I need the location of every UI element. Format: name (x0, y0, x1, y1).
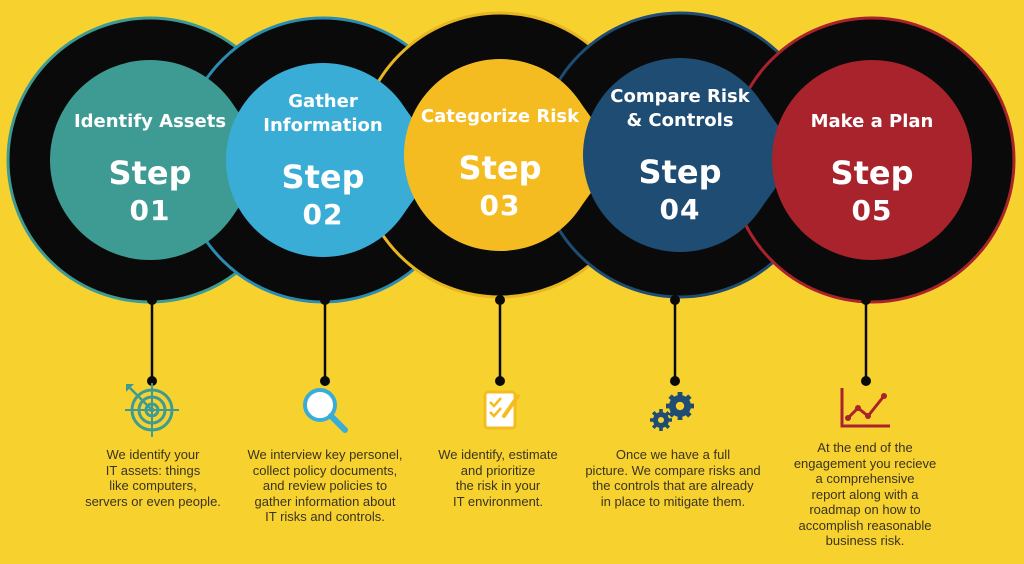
step-label: Step (459, 149, 542, 187)
gears-icon (650, 392, 694, 431)
connector-dot-bottom (861, 376, 871, 386)
connector-dot-bottom (147, 376, 157, 386)
step-number: 05 (852, 194, 893, 227)
step-circle (404, 59, 596, 251)
step-label: Step (282, 158, 365, 196)
line-chart-icon (840, 388, 890, 428)
step-2-description: We interview key personel, collect polic… (247, 447, 403, 524)
step-number: 04 (660, 193, 701, 226)
step-title: Compare Risk (610, 86, 750, 107)
checklist-icon (483, 390, 520, 430)
target-icon (125, 383, 179, 437)
step-3-description: We identify, estimate and prioritize the… (438, 447, 558, 509)
step-title: & Controls (626, 110, 733, 131)
step-title: Information (263, 115, 382, 136)
step-label: Step (109, 154, 192, 192)
step-label: Step (639, 153, 722, 191)
step-circle (50, 60, 250, 260)
step-title: Identify Assets (74, 111, 226, 132)
connector-dot-bottom (320, 376, 330, 386)
step-number: 01 (130, 194, 171, 227)
step-label: Step (831, 154, 914, 192)
step-circle (226, 63, 420, 257)
step-title: Categorize Risk (421, 106, 580, 127)
step-circle (583, 58, 777, 252)
step-title: Gather (288, 91, 358, 112)
step-title: Make a Plan (811, 111, 934, 132)
connector-dot-bottom (670, 376, 680, 386)
step-number: 02 (303, 198, 344, 231)
step-1-description: We identify your IT assets: things like … (85, 447, 221, 509)
connector-dot-bottom (495, 376, 505, 386)
step-number: 03 (480, 189, 521, 222)
magnifier-icon (303, 388, 348, 433)
step-4-description: Once we have a full picture. We compare … (585, 447, 761, 509)
step-5-description: At the end of the engagement you recieve… (793, 440, 937, 548)
step-circle (772, 60, 972, 260)
